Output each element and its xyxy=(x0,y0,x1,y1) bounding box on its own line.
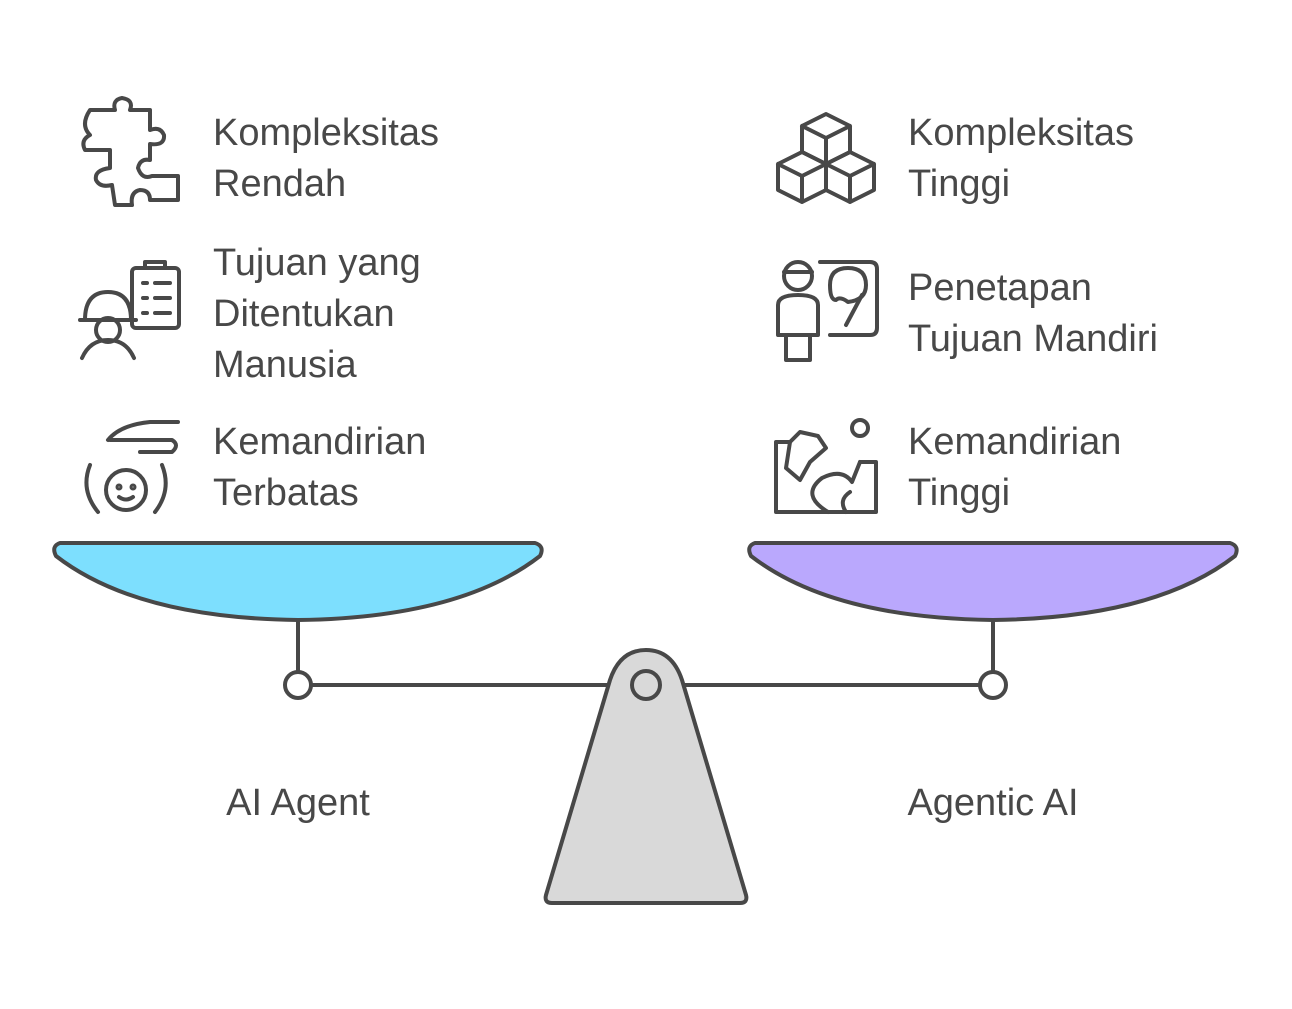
item-line: Tujuan yang xyxy=(213,242,421,284)
item-line: Rendah xyxy=(213,163,346,205)
left-item-autonomy: Kemandirian Terbatas xyxy=(84,420,426,514)
item-line: Kemandirian xyxy=(213,421,426,463)
fulcrum xyxy=(543,648,749,905)
left-pivot xyxy=(283,670,313,700)
item-line: Penetapan xyxy=(908,267,1092,309)
right-item-complexity: Kompleksitas Tinggi xyxy=(776,112,1134,205)
cubes-icon xyxy=(776,112,876,204)
item-line: Manusia xyxy=(213,344,357,386)
fulcrum-pivot xyxy=(630,669,662,701)
item-line: Terbatas xyxy=(213,472,359,514)
painter-palette-icon xyxy=(776,260,879,362)
item-line: Tujuan Mandiri xyxy=(908,318,1158,360)
right-pan xyxy=(747,541,1239,622)
landscape-path-icon xyxy=(774,418,878,514)
left-pan xyxy=(52,541,544,622)
item-line: Tinggi xyxy=(908,163,1010,205)
left-item-goals: Tujuan yang Ditentukan Manusia xyxy=(78,242,421,386)
puzzle-icon xyxy=(81,96,180,207)
right-item-autonomy: Kemandirian Tinggi xyxy=(774,418,1121,514)
item-line: Kompleksitas xyxy=(213,112,439,154)
right-label: Agentic AI xyxy=(907,782,1078,824)
item-line: Kemandirian xyxy=(908,421,1121,463)
item-line: Ditentukan xyxy=(213,293,395,335)
item-line: Kompleksitas xyxy=(908,112,1134,154)
hand-child-icon xyxy=(84,420,180,514)
left-label: AI Agent xyxy=(226,782,370,824)
item-line: Tinggi xyxy=(908,472,1010,514)
right-item-goal-setting: Penetapan Tujuan Mandiri xyxy=(776,260,1158,362)
worker-checklist-icon xyxy=(78,260,181,360)
left-item-complexity: Kompleksitas Rendah xyxy=(81,96,439,207)
right-pivot xyxy=(978,670,1008,700)
